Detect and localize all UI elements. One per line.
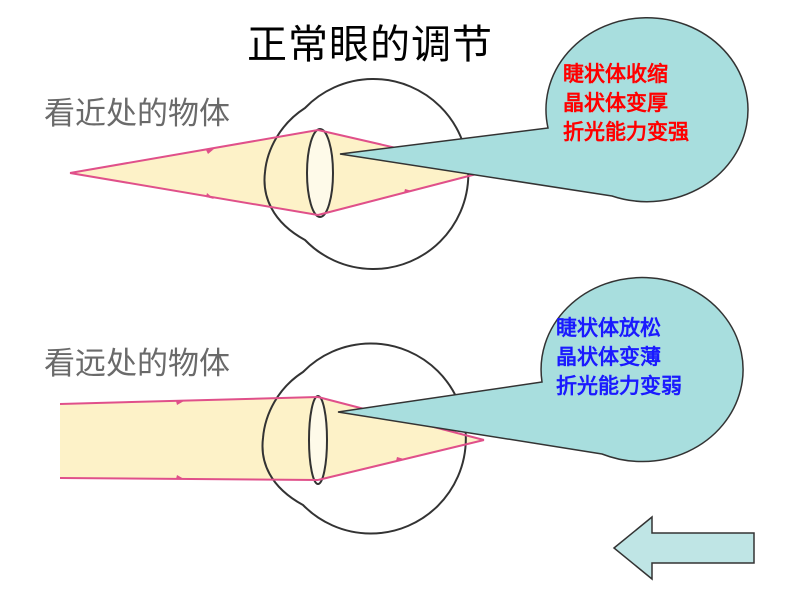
page-title: 正常眼的调节 — [247, 22, 493, 68]
near-ray-upper-outside — [69, 129, 319, 174]
near-ray-marker — [206, 149, 214, 154]
far-object-label: 看远处的物体 — [44, 346, 230, 382]
far-ray-marker — [176, 401, 184, 405]
near-ray-marker — [404, 189, 412, 193]
near-callout-bubble — [339, 17, 749, 203]
far-callout-line: 睫状体放松 — [556, 316, 661, 340]
left-arrow-icon[interactable] — [612, 515, 758, 581]
near-callout-line: 折光能力变强 — [563, 120, 689, 144]
far-ray-lower-outside — [59, 477, 319, 481]
near-callout-text: 睫状体收缩 晶状体变厚 折光能力变强 — [563, 60, 743, 147]
near-ray-lower-outside — [69, 172, 319, 216]
far-callout-text: 睫状体放松 晶状体变薄 折光能力变弱 — [556, 314, 736, 401]
near-callout-line: 睫状体收缩 — [563, 62, 668, 86]
far-callout-line: 折光能力变弱 — [556, 374, 682, 398]
near-callout-line: 晶状体变厚 — [563, 91, 668, 115]
near-ray-marker — [206, 193, 214, 199]
far-callout-line: 晶状体变薄 — [556, 345, 661, 369]
far-callout-bubble — [337, 276, 744, 463]
far-ray-lower-inside — [317, 439, 485, 481]
near-object-label: 看近处的物体 — [44, 96, 230, 132]
far-ray-upper-outside — [59, 396, 319, 405]
far-ray-marker — [176, 475, 184, 479]
near-eyeball — [263, 78, 470, 270]
near-lens — [306, 128, 334, 218]
far-ray-marker — [396, 457, 404, 461]
far-lens — [308, 395, 328, 485]
far-eye-group — [59, 342, 485, 535]
far-eyeball — [261, 342, 467, 535]
near-eye-group — [69, 78, 493, 270]
